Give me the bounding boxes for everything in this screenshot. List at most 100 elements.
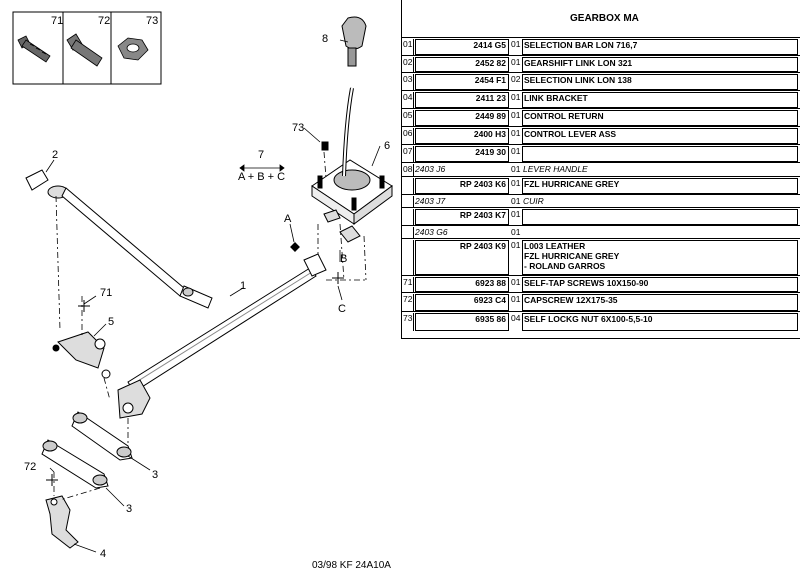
row-quantity: 04: [511, 313, 521, 323]
callout-71: 71: [100, 287, 112, 299]
gearshift-link: [25, 169, 213, 309]
legend-label-73: 73: [146, 15, 158, 27]
row-quantity: 01: [511, 294, 521, 304]
row-index: 04: [403, 92, 414, 108]
row-description: CONTROL RETURN: [522, 110, 798, 126]
row-index: 73: [403, 313, 414, 331]
row-quantity: 01: [511, 178, 521, 188]
parts-list-header: GEARBOX MA: [402, 0, 800, 34]
exploded-diagram: 71 72 73: [12, 11, 393, 571]
parts-list-title: GEARBOX MA: [570, 13, 639, 24]
row-sub-reference: 2403 J7: [415, 196, 446, 206]
row-description: [522, 146, 798, 162]
row-quantity: 01: [511, 227, 521, 237]
row-quantity: 02: [511, 74, 521, 84]
parts-row[interactable]: 2403 G6 01: [402, 225, 800, 239]
row-part-reference: RP 2403 K9: [415, 240, 509, 275]
callout-3b: 3: [126, 503, 132, 515]
row-sub-reference: 2403 J6: [415, 164, 446, 174]
callout-A: A: [284, 213, 292, 225]
callout-8: 8: [322, 33, 328, 45]
assembly-lines: [53, 151, 367, 501]
row-quantity: 01: [511, 57, 521, 67]
self-tap-screw-icon: [17, 35, 51, 63]
lock-nut-icon: [117, 37, 149, 61]
row-part-reference: 6923 C4: [415, 294, 509, 311]
row-part-reference: 2454 F1: [415, 74, 509, 90]
row-index: [403, 209, 414, 225]
capscrew-icon: [66, 33, 103, 67]
callout-2: 2: [52, 149, 58, 161]
selection-bar: [127, 267, 317, 393]
row-quantity: 01: [511, 39, 521, 49]
row-part-reference: 2452 82: [415, 57, 509, 72]
callout-7: 7: [258, 149, 264, 161]
row-description: L003 LEATHER FZL HURRICANE GREY - ROLAND…: [522, 240, 798, 275]
callout-7-sub: A + B + C: [238, 171, 285, 183]
callout-72: 72: [24, 461, 36, 473]
row-description: SELECTION LINK LON 138: [522, 74, 798, 90]
row-description: FZL HURRICANE GREY: [522, 178, 798, 194]
row-part-reference: 2411 23: [415, 92, 509, 108]
row-description: [522, 209, 798, 225]
row-index: [403, 240, 414, 275]
row-quantity: 01: [511, 196, 521, 206]
row-quantity: 01: [511, 110, 521, 120]
row-description: LINK BRACKET: [522, 92, 798, 108]
row-index: 02: [403, 57, 414, 72]
row-index: [403, 178, 414, 194]
row-quantity: 01: [511, 209, 521, 219]
legend-label-71: 71: [51, 15, 63, 27]
row-index: [403, 227, 414, 238]
row-index: 05: [403, 110, 414, 126]
selection-links: [41, 411, 133, 489]
row-index: 08: [403, 164, 414, 176]
row-description: GEARSHIFT LINK LON 321: [522, 57, 798, 72]
row-description: SELF LOCKG NUT 6X100-5,5-10: [522, 313, 798, 331]
row-part-reference: 2400 H3: [415, 128, 509, 144]
row-part-reference: 2419 30: [415, 146, 509, 162]
screw-position-markers: [46, 272, 344, 486]
row-part-reference: RP 2403 K6: [415, 178, 509, 194]
pivot-bracket: [117, 379, 151, 419]
row-quantity: 01: [511, 240, 521, 250]
pivot-pin: [290, 209, 361, 277]
row-index: 03: [403, 74, 414, 90]
diagram-footer-ref: 03/98 KF 24A10A: [312, 560, 391, 571]
row-part-reference: 2449 89: [415, 110, 509, 126]
callout-5: 5: [108, 316, 114, 328]
row-quantity: 01: [511, 164, 521, 174]
row-description: CONTROL LEVER ASS: [522, 128, 798, 144]
row-quantity: 01: [511, 128, 521, 138]
callout-6: 6: [384, 140, 390, 152]
row-sub-reference: 2403 G6: [415, 227, 448, 237]
row-quantity: 01: [511, 277, 521, 287]
row-index: [403, 196, 414, 207]
row-description: LEVER HANDLE: [523, 164, 588, 174]
callout-C: C: [338, 303, 346, 315]
diagram-svg: 71 72 73: [12, 11, 393, 560]
row-part-reference: 2414 G5: [415, 39, 509, 55]
callout-73: 73: [292, 122, 304, 134]
row-description: SELECTION BAR LON 716,7: [522, 39, 798, 55]
row-description: CUIR: [523, 196, 544, 206]
fastener-legend: 71 72 73: [12, 11, 162, 85]
row-index: 07: [403, 146, 414, 162]
row-index: 72: [403, 294, 414, 311]
row-part-reference: 6923 88: [415, 277, 509, 292]
